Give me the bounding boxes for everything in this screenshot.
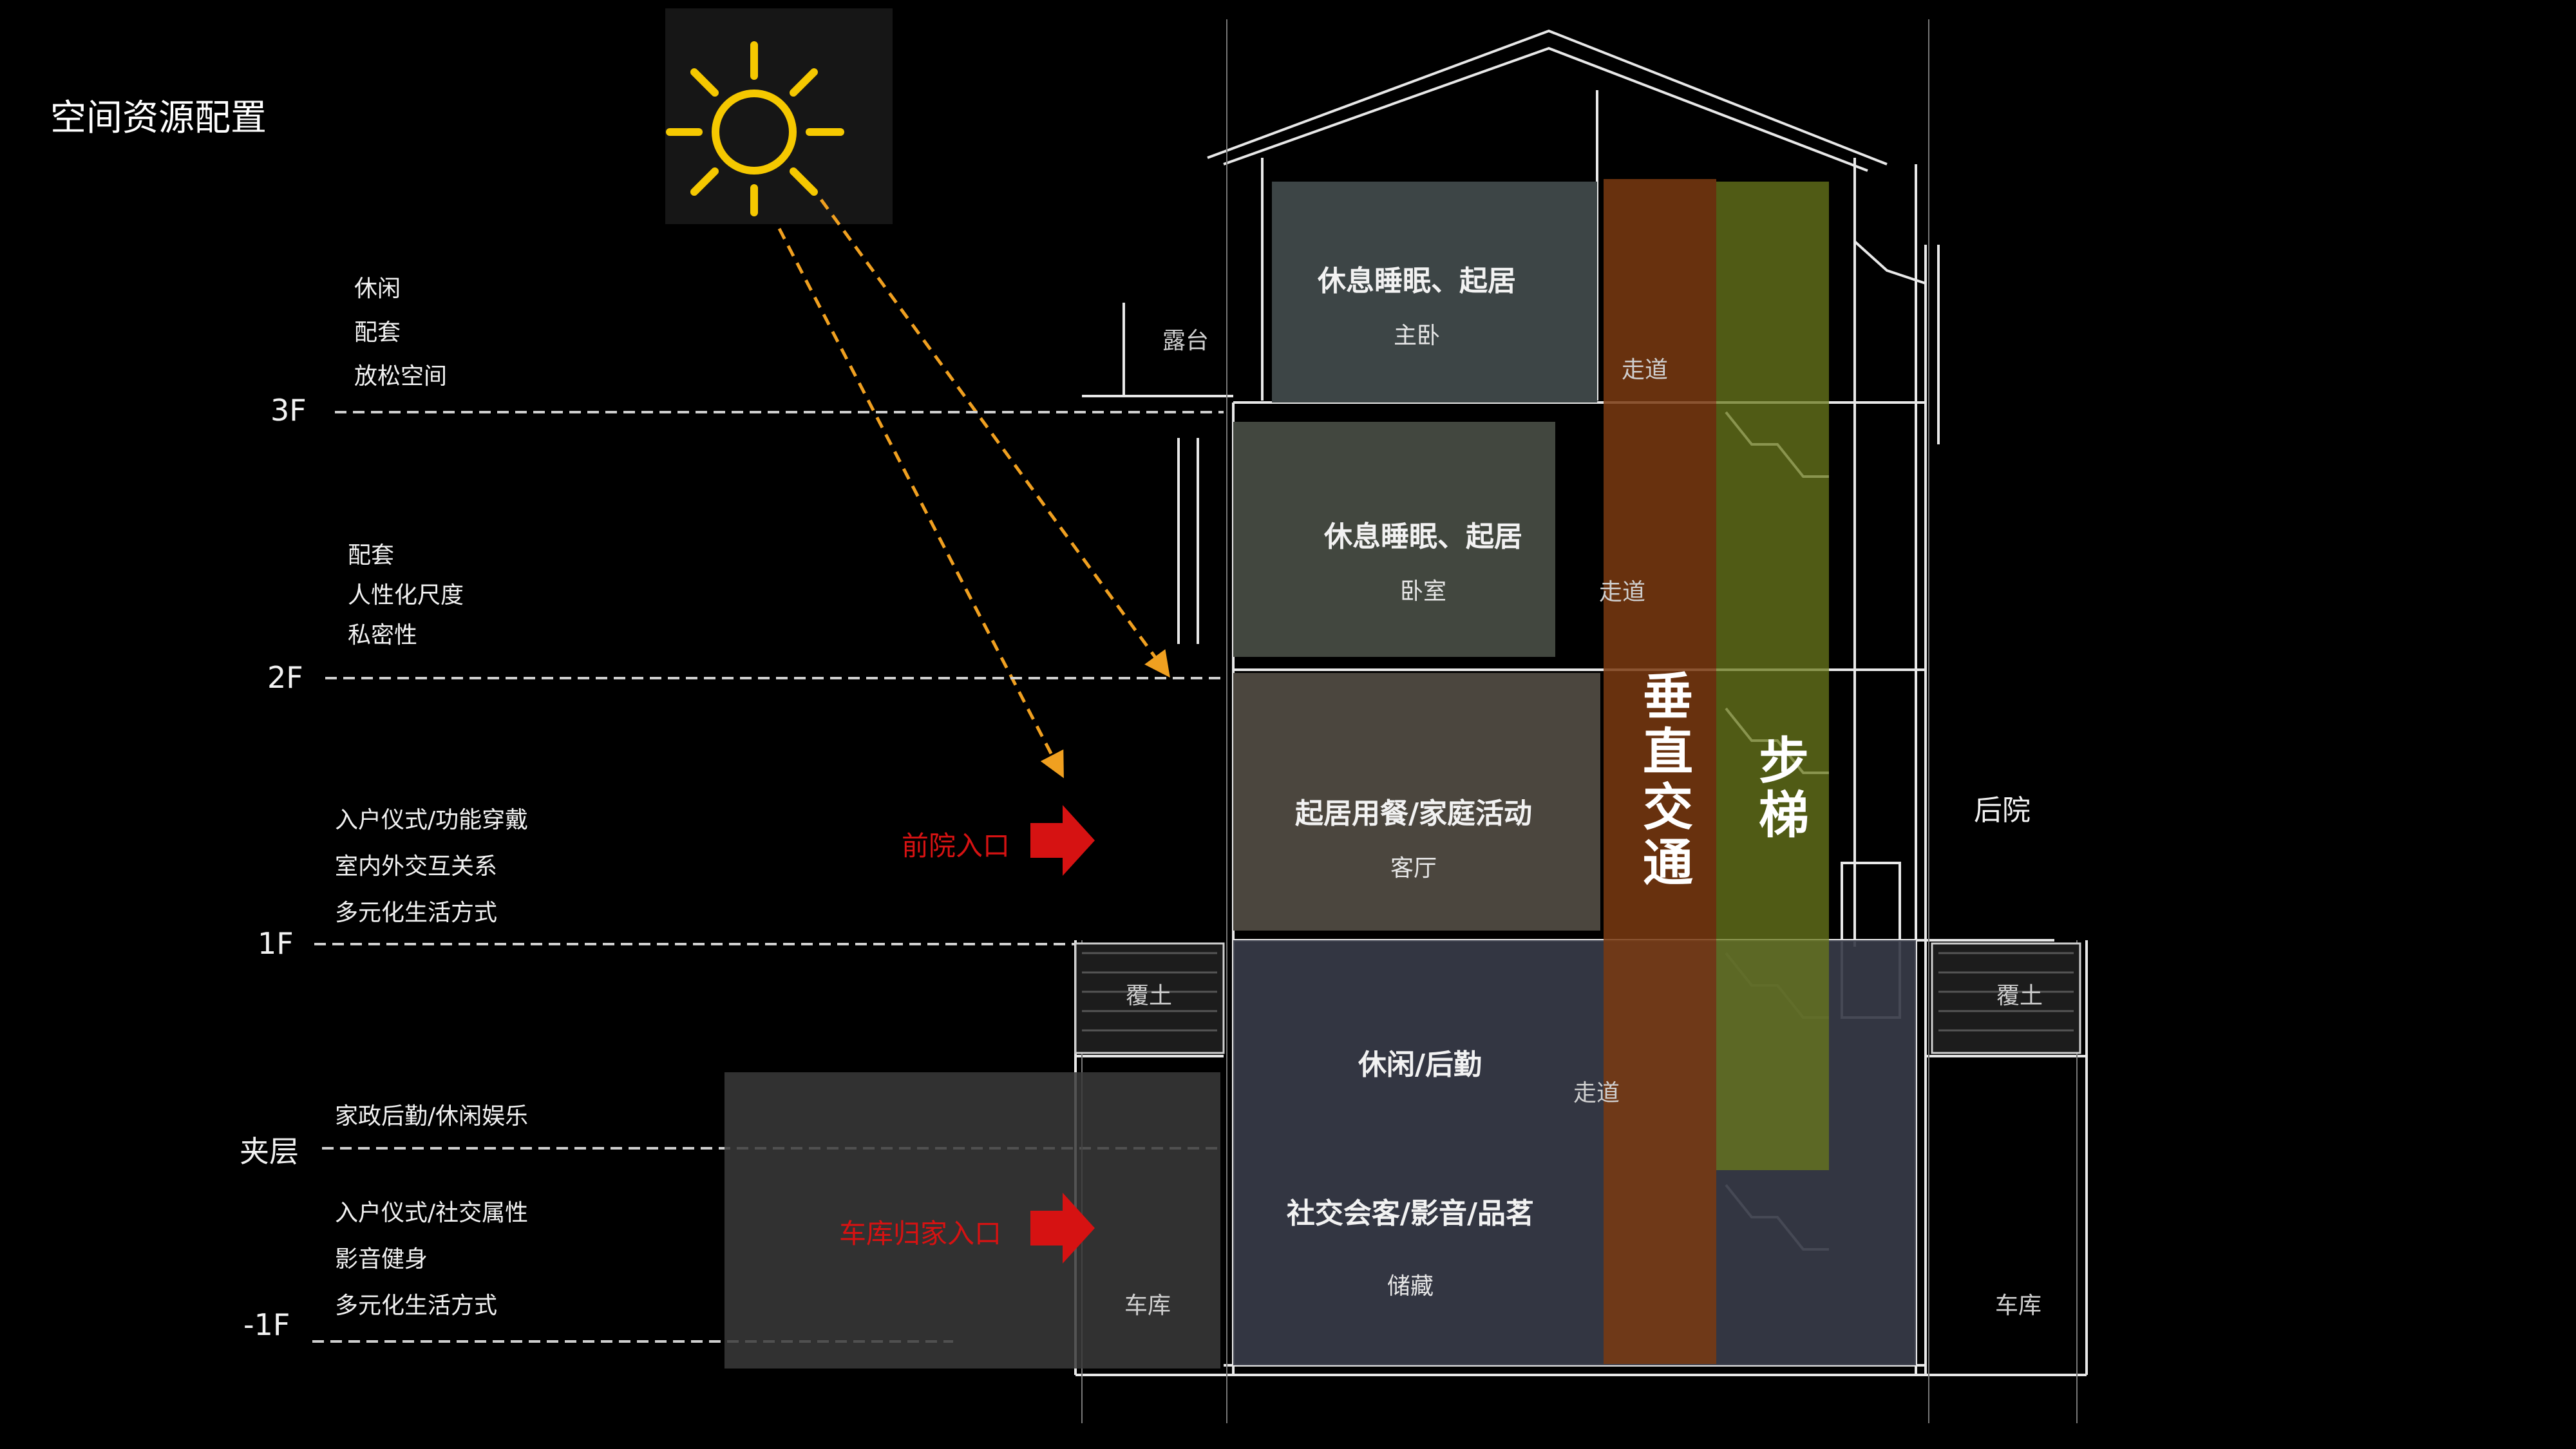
room-fill-1f xyxy=(1233,673,1600,931)
annotation-1f-line: 入户仪式/功能穿戴 xyxy=(335,807,529,833)
annotation-mezzanine: 家政后勤/休闲娱乐 xyxy=(335,1095,528,1139)
cad-label-soil-right: 覆土 xyxy=(1996,983,2043,1009)
sun-ray-1f xyxy=(777,227,1064,779)
room-2f-title: 休息睡眠、起居 xyxy=(1324,520,1522,553)
garage-entry-arrow-icon xyxy=(1030,1193,1095,1264)
sun-ray-2f xyxy=(819,198,1170,678)
room-b1-sub: 储藏 xyxy=(1387,1273,1434,1300)
stairs-band xyxy=(1716,182,1829,1170)
annotation-3f-line: 放松空间 xyxy=(354,363,448,390)
room-3f: 休息睡眠、起居 主卧 xyxy=(1272,258,1562,350)
vertical-traffic-band xyxy=(1604,179,1716,1364)
room-2f: 休息睡眠、起居 卧室 xyxy=(1278,513,1568,606)
cad-label-corridor-b1: 走道 xyxy=(1573,1080,1620,1106)
cad-label-garage-left: 车库 xyxy=(1124,1293,1171,1319)
cad-label-garage-right: 车库 xyxy=(1995,1293,2042,1319)
annotation-2f: 配套 人性化尺度 私密性 xyxy=(348,536,464,656)
soil-hatch xyxy=(1074,942,2081,1054)
stairs-label: 步梯 xyxy=(1748,734,1808,842)
annotation-b1-line: 多元化生活方式 xyxy=(335,1293,498,1319)
room-mezzanine: 休闲/后勤 xyxy=(1275,1041,1565,1083)
floor-label-mezzanine: 夹层 xyxy=(240,1134,299,1169)
annotation-1f: 入户仪式/功能穿戴 室内外交互关系 多元化生活方式 xyxy=(335,797,528,936)
annotation-2f-line: 私密性 xyxy=(348,622,418,649)
annotation-b1-line: 入户仪式/社交属性 xyxy=(335,1200,529,1226)
room-3f-title: 休息睡眠、起居 xyxy=(1318,265,1516,298)
front-entry-label: 前院入口 xyxy=(902,830,1010,862)
room-1f-sub: 客厅 xyxy=(1390,855,1437,882)
cad-label-terrace: 露台 xyxy=(1162,328,1209,354)
annotation-mezz-line: 家政后勤/休闲娱乐 xyxy=(335,1103,529,1130)
cad-label-corridor-3f: 走道 xyxy=(1622,357,1669,383)
room-b1: 社交会客/影音/品茗 储藏 xyxy=(1262,1190,1558,1301)
room-1f: 起居用餐/家庭活动 客厅 xyxy=(1246,790,1581,883)
garage-entry-label: 车库归家入口 xyxy=(839,1218,1002,1249)
annotation-1f-line: 多元化生活方式 xyxy=(335,900,498,926)
garage-overlay xyxy=(724,1072,1220,1368)
front-entry-arrow-icon xyxy=(1030,805,1095,876)
stairs-text: 步梯 xyxy=(1750,734,1808,842)
annotation-2f-line: 配套 xyxy=(348,542,395,569)
room-fill-3f xyxy=(1272,182,1597,402)
page-title: 空间资源配置 xyxy=(50,97,267,139)
annotation-1f-line: 室内外交互关系 xyxy=(335,853,498,880)
annotation-b1: 入户仪式/社交属性 影音健身 多元化生活方式 xyxy=(335,1190,528,1329)
room-fill-2f xyxy=(1233,422,1555,657)
annotation-3f: 休闲 配套 放松空间 xyxy=(354,267,447,399)
cad-label-soil-left: 覆土 xyxy=(1126,983,1173,1009)
floor-label-b1: -1F xyxy=(243,1307,290,1342)
annotation-3f-line: 休闲 xyxy=(354,276,401,302)
room-b1-title: 社交会客/影音/品茗 xyxy=(1286,1197,1535,1230)
room-1f-title: 起居用餐/家庭活动 xyxy=(1294,797,1533,830)
floor-label-3f: 3F xyxy=(270,393,307,428)
room-2f-sub: 卧室 xyxy=(1399,578,1446,605)
vertical-traffic-label: 垂直交通 xyxy=(1633,670,1692,891)
cad-label-backyard: 后院 xyxy=(1974,794,2031,827)
sun-icon xyxy=(666,41,844,216)
annotation-2f-line: 人性化尺度 xyxy=(348,582,464,609)
cad-label-corridor-2f: 走道 xyxy=(1599,579,1646,605)
annotation-b1-line: 影音健身 xyxy=(335,1246,428,1273)
room-mezz-title: 休闲/后勤 xyxy=(1358,1048,1482,1081)
vertical-traffic-text: 垂直交通 xyxy=(1634,670,1692,891)
annotation-3f-line: 配套 xyxy=(354,319,401,346)
floor-label-2f: 2F xyxy=(267,660,303,695)
room-3f-sub: 主卧 xyxy=(1393,323,1440,349)
floor-label-1f: 1F xyxy=(258,926,294,961)
